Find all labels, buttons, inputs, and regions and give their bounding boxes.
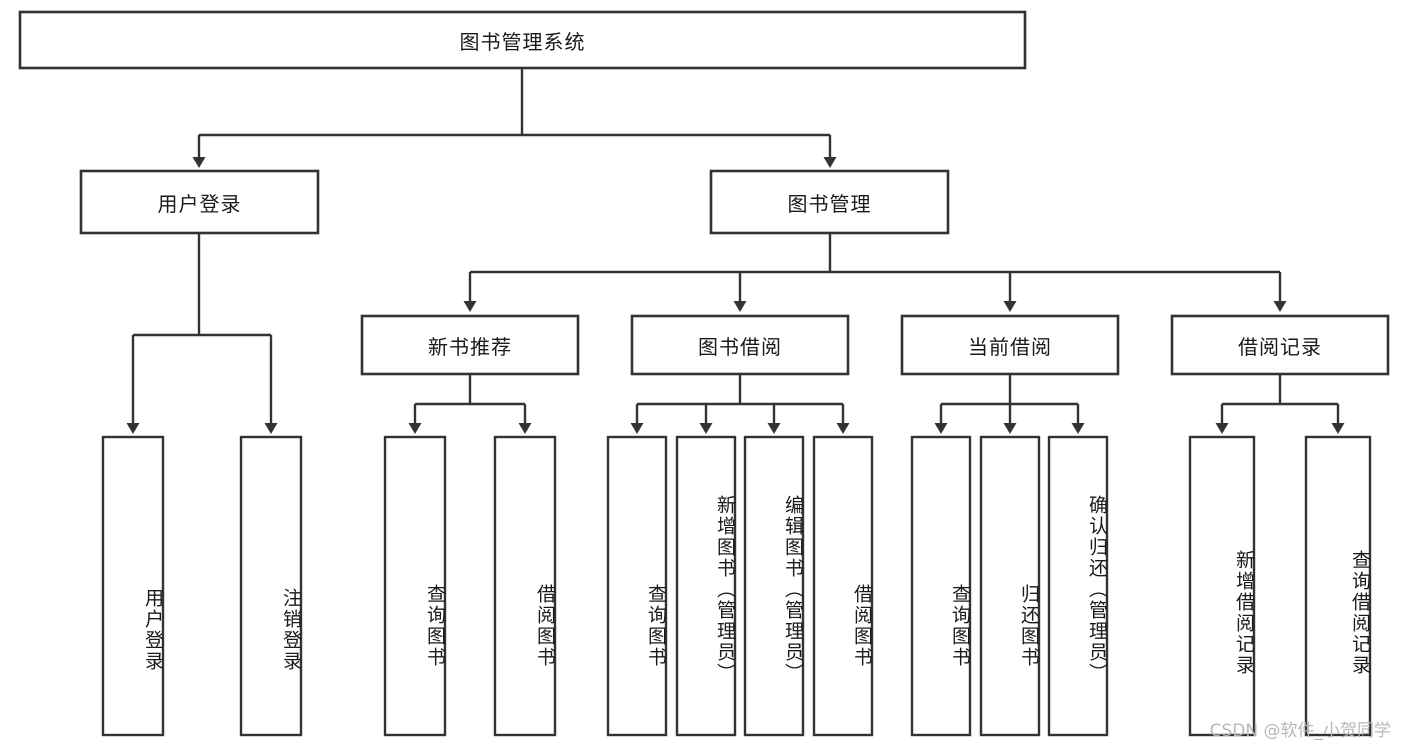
- node-borrow-record-box: [1170, 314, 1390, 376]
- leaf-box-current-borrow-1: [979, 435, 1041, 737]
- node-current-borrow-box: [900, 314, 1120, 376]
- leaf-box-book-borrow-3: [812, 435, 874, 737]
- leaf-box-book-borrow-0: [606, 435, 668, 737]
- leaf-box-user-login-1: [239, 435, 303, 737]
- leaf-box-borrow-record-1: [1304, 435, 1372, 737]
- leaf-box-current-borrow-2: [1047, 435, 1109, 737]
- leaf-box-new-book-0: [383, 435, 447, 737]
- leaf-box-user-login-0: [101, 435, 165, 737]
- node-book-manage-box: [709, 169, 950, 235]
- node-new-book-box: [360, 314, 580, 376]
- leaf-box-borrow-record-0: [1188, 435, 1256, 737]
- leaf-box-book-borrow-2: [743, 435, 805, 737]
- leaf-box-book-borrow-1: [675, 435, 737, 737]
- leaf-box-current-borrow-0: [910, 435, 972, 737]
- node-user-login-box: [79, 169, 320, 235]
- node-book-borrow-box: [630, 314, 850, 376]
- leaf-box-new-book-1: [493, 435, 557, 737]
- node-root-box: [18, 10, 1027, 70]
